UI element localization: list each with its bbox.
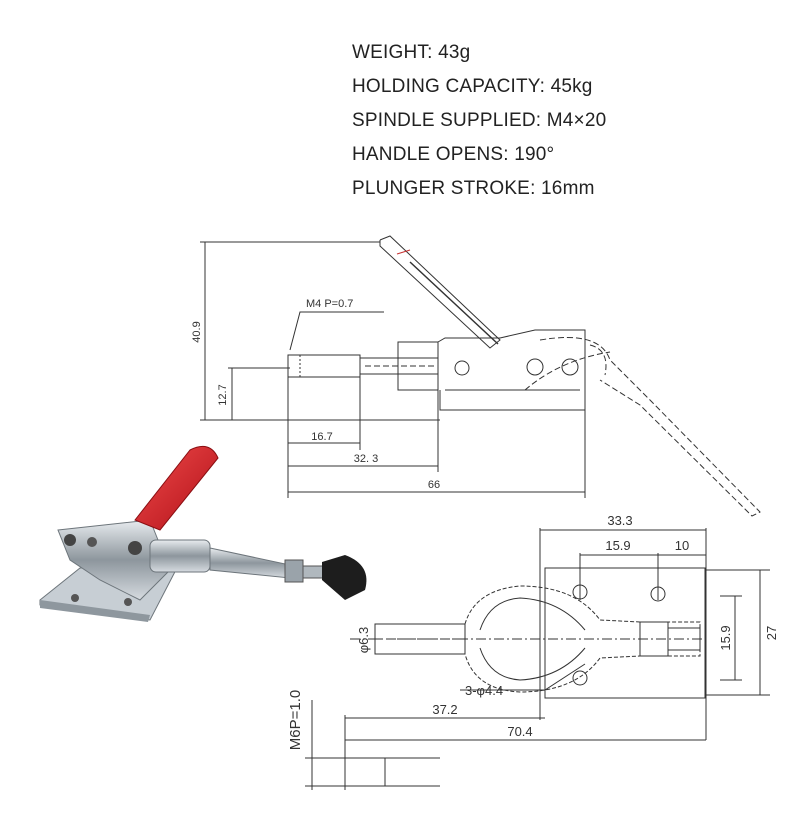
holes-note: 3-φ4.4 bbox=[465, 683, 503, 698]
side-view bbox=[200, 235, 761, 517]
thread-note: M4 P=0.7 bbox=[306, 298, 353, 310]
spec-item: SPINDLE SUPPLIED: M4×20 bbox=[352, 110, 607, 131]
dim-15-9-top: 15.9 bbox=[605, 538, 630, 553]
overall-height-label: 40.9 bbox=[191, 321, 203, 342]
top-view bbox=[305, 528, 770, 790]
spec-label: HOLDING CAPACITY bbox=[352, 76, 540, 97]
spec-label: SPINDLE SUPPLIED bbox=[352, 110, 536, 131]
spec-value: 43g bbox=[438, 42, 471, 63]
dim-27: 27 bbox=[764, 626, 779, 640]
spec-value: M4×20 bbox=[546, 110, 607, 131]
plunger-diameter: φ6.3 bbox=[356, 627, 371, 654]
dim-37-2: 37.2 bbox=[432, 702, 457, 717]
clamp-photo bbox=[39, 445, 367, 622]
dim-10: 10 bbox=[675, 538, 689, 553]
spec-item: PLUNGER STROKE: 16mm bbox=[352, 178, 595, 199]
dim-32-3: 32. 3 bbox=[354, 453, 378, 465]
dim-66: 66 bbox=[428, 479, 440, 491]
spec-label: PLUNGER STROKE bbox=[352, 178, 531, 199]
top-view-labels: 33.3 15.9 10 27 15.9 φ6.3 3-φ4.4 37.2 70… bbox=[287, 513, 779, 750]
dim-16-7: 16.7 bbox=[311, 431, 332, 443]
spindle-height-label: 12.7 bbox=[217, 384, 229, 405]
dim-70-4: 70.4 bbox=[507, 724, 532, 739]
spec-item: HANDLE OPENS: 190° bbox=[352, 144, 555, 165]
dim-15-9-side: 15.9 bbox=[718, 625, 733, 650]
spec-label: WEIGHT bbox=[352, 42, 428, 63]
side-view-labels: 40.9 12.7 M4 P=0.7 16.7 32. 3 66 bbox=[191, 298, 440, 491]
dim-33-3: 33.3 bbox=[607, 513, 632, 528]
spec-value: 45kg bbox=[550, 76, 593, 97]
spec-value: 190° bbox=[514, 144, 555, 165]
spec-item: HOLDING CAPACITY: 45kg bbox=[352, 76, 593, 97]
nut-thread-label: M6P=1.0 bbox=[287, 690, 304, 750]
spec-label: HANDLE OPENS bbox=[352, 144, 504, 165]
spec-value: 16mm bbox=[541, 178, 595, 199]
spec-item: WEIGHT: 43g bbox=[352, 42, 471, 63]
